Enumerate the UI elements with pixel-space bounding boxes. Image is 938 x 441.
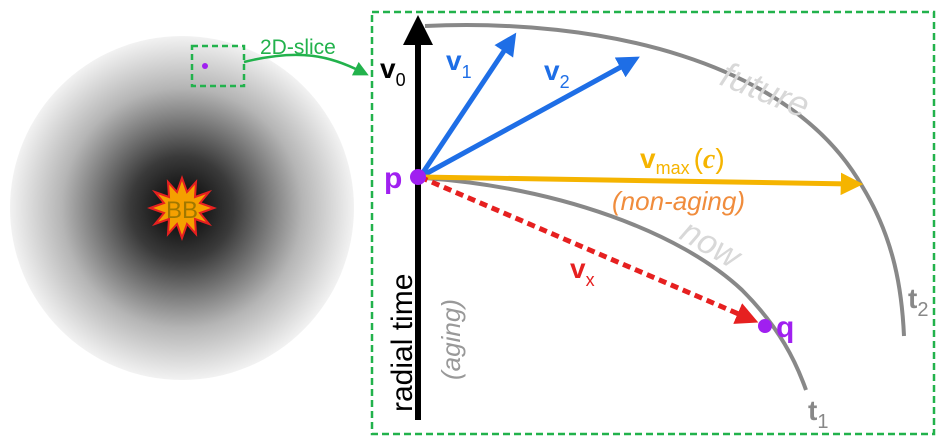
v1-arrow <box>417 32 517 179</box>
aging-label: (aging) <box>436 299 466 380</box>
slice-box <box>190 44 246 88</box>
curve-t2 <box>424 23 906 337</box>
diagram-frame <box>370 10 936 436</box>
p-label: p <box>384 162 402 195</box>
future-label: future <box>715 53 816 126</box>
vx-label: vx <box>570 253 595 290</box>
slice-label: 2D-slice <box>260 36 336 59</box>
radial-time-label: radial time <box>386 274 419 412</box>
point-q <box>758 319 772 333</box>
big-bang-star-icon <box>147 175 217 241</box>
v2-arrow <box>418 56 640 180</box>
t2-label: t2 <box>908 283 928 321</box>
t1-label: t1 <box>808 395 828 433</box>
vmax-arrow <box>419 172 864 196</box>
curve-t1 <box>424 176 808 391</box>
vx-arrow <box>419 174 759 324</box>
non-aging-label: (non-aging) <box>612 186 745 216</box>
v2-label: v2 <box>544 55 570 92</box>
q-label: q <box>776 311 794 344</box>
point-p <box>410 169 426 185</box>
vmax-label: vmax(c) <box>640 143 725 178</box>
v0-label: v0 <box>380 53 406 90</box>
big-bang-label: BB <box>166 197 198 224</box>
slice-point <box>202 63 208 69</box>
v1-label: v1 <box>446 45 472 82</box>
slice-arrow <box>243 53 369 76</box>
